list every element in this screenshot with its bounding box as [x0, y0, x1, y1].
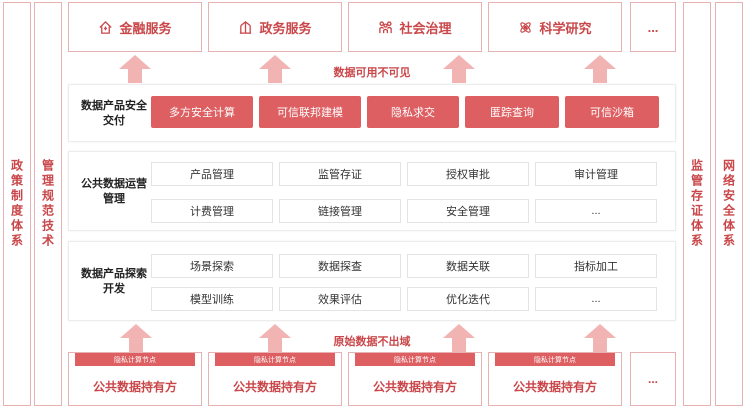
- privacy-node-tag: 隐私计算节点: [75, 353, 195, 366]
- data-holder-4: 隐私计算节点 公共数据持有方: [488, 352, 622, 406]
- app-government-label: 政务服务: [259, 20, 312, 36]
- app-social-governance-label: 社会治理: [399, 20, 452, 36]
- data-holder-more: ...: [630, 352, 676, 406]
- data-holder-2: 隐私计算节点 公共数据持有方: [208, 352, 342, 406]
- operation-panel: 公共数据运营管理 产品管理 监管存证 授权审批 审计管理 计费管理 链接管理 安…: [68, 151, 676, 231]
- operation-cell-r1-c2: 安全管理: [407, 199, 529, 223]
- network-security-label: 网络安全体系: [721, 159, 736, 249]
- policy-system-label: 政策制度体系: [9, 159, 24, 249]
- delivery-mpc: 多方安全计算: [151, 96, 253, 128]
- delivery-sandbox: 可信沙箱: [565, 96, 659, 128]
- house-icon: [99, 20, 113, 34]
- operation-cell-r0-c3: 审计管理: [535, 162, 657, 186]
- operation-cell-r0-c2: 授权审批: [407, 162, 529, 186]
- app-government: 政务服务: [208, 2, 342, 52]
- app-social-governance: 社会治理: [348, 2, 482, 52]
- arrow-up-3: [443, 55, 475, 83]
- explore-cell-r0-c3: 指标加工: [535, 254, 657, 278]
- app-finance-label: 金融服务: [119, 20, 172, 36]
- caption-data-stays-local: 原始数据不出域: [333, 336, 411, 348]
- data-holder-more-label: ...: [647, 372, 658, 386]
- delivery-pir: 匿踪查询: [465, 96, 559, 128]
- data-holder-title: 公共数据持有方: [512, 380, 597, 394]
- app-science-research: 科学研究: [488, 2, 622, 52]
- operation-cell-r1-c1: 链接管理: [279, 199, 401, 223]
- people-icon: [379, 20, 393, 33]
- app-more: ...: [630, 2, 676, 52]
- arrow-up-7: [443, 324, 475, 352]
- data-holder-3: 隐私计算节点 公共数据持有方: [348, 352, 482, 406]
- operation-label: 公共数据运营管理: [81, 178, 147, 205]
- explore-cell-r1-c1: 效果评估: [279, 287, 401, 311]
- caption-usable-invisible: 数据可用不可见: [333, 67, 411, 79]
- policy-system-column: 政策制度体系: [3, 2, 31, 406]
- supervision-label: 监管存证体系: [689, 159, 704, 249]
- privacy-node-tag: 隐私计算节点: [215, 353, 335, 366]
- arrow-up-1: [119, 55, 151, 83]
- arrow-up-5: [120, 324, 152, 352]
- operation-cell-r0-c0: 产品管理: [151, 162, 273, 186]
- atom-icon: [520, 21, 532, 33]
- delivery-federated: 可信联邦建模: [259, 96, 361, 128]
- operation-cell-r1-c3: ...: [535, 199, 657, 223]
- privacy-node-tag: 隐私计算节点: [495, 353, 615, 366]
- explore-cell-r1-c0: 模型训练: [151, 287, 273, 311]
- data-holder-1: 隐私计算节点 公共数据持有方: [68, 352, 202, 406]
- explore-label: 数据产品探索开发: [81, 268, 147, 295]
- operation-cell-r0-c1: 监管存证: [279, 162, 401, 186]
- network-security-column: 网络安全体系: [715, 2, 743, 406]
- arrow-up-2: [259, 55, 291, 83]
- management-spec-column: 管理规范技术: [34, 2, 62, 406]
- data-holder-title: 公共数据持有方: [232, 380, 317, 394]
- delivery-label: 数据产品安全交付: [81, 100, 147, 127]
- management-spec-label: 管理规范技术: [40, 159, 55, 249]
- explore-cell-r0-c1: 数据探查: [279, 254, 401, 278]
- explore-cell-r0-c0: 场景探索: [151, 254, 273, 278]
- explore-panel: 数据产品探索开发 场景探索 数据探查 数据关联 指标加工 模型训练 效果评估 优…: [68, 241, 676, 321]
- explore-cell-r0-c2: 数据关联: [407, 254, 529, 278]
- building-icon: [240, 20, 252, 34]
- operation-cell-r1-c0: 计费管理: [151, 199, 273, 223]
- data-holder-title: 公共数据持有方: [92, 380, 177, 394]
- supervision-column: 监管存证体系: [683, 2, 711, 406]
- explore-cell-r1-c3: ...: [535, 287, 657, 311]
- arrow-up-6: [259, 324, 291, 352]
- delivery-panel: 数据产品安全交付 多方安全计算 可信联邦建模 隐私求交 匿踪查询 可信沙箱: [68, 84, 676, 142]
- delivery-psi: 隐私求交: [367, 96, 459, 128]
- privacy-node-tag: 隐私计算节点: [355, 353, 475, 366]
- app-more-label: ...: [647, 19, 659, 35]
- data-holder-title: 公共数据持有方: [372, 380, 457, 394]
- arrow-up-4: [584, 55, 616, 83]
- arrow-up-8: [584, 324, 616, 352]
- explore-cell-r1-c2: 优化迭代: [407, 287, 529, 311]
- app-science-research-label: 科学研究: [539, 20, 592, 36]
- app-finance: 金融服务: [68, 2, 202, 52]
